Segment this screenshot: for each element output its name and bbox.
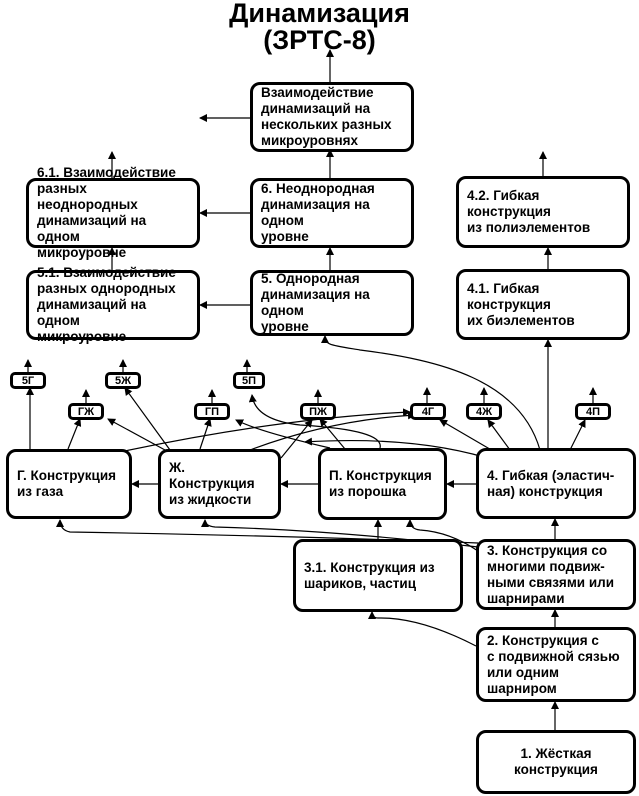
- arrow-4-to-4zh: [487, 419, 511, 451]
- box-5-text: 5. Однородная динамизация на одном уровн…: [261, 271, 370, 334]
- box-3-1-particles-text: 3.1. Конструкция из шариков, частиц: [304, 559, 435, 591]
- tag-4g: 4Г: [410, 403, 446, 420]
- box-5: 5. Однородная динамизация на одном уровн…: [250, 270, 414, 336]
- box-2-one-joint-text: 2. Конструкция с с подвижной сязью или о…: [487, 632, 620, 696]
- arrow-4-to-5: [321, 335, 541, 451]
- arrow-p-to-gp: [235, 419, 331, 449]
- tag-4p: 4П: [575, 403, 611, 420]
- tag-pzh: ПЖ: [300, 403, 336, 420]
- arrow-3-to-p: [406, 519, 479, 552]
- arrow-p-to-pzh: [319, 418, 346, 450]
- box-4-1-text: 4.1. Гибкая конструкция их биэлементов: [467, 280, 575, 328]
- tag-5g: 5Г: [10, 372, 46, 389]
- box-6: 6. Неоднородная динамизация на одном уро…: [250, 178, 414, 248]
- arrow-p-to-5p: [248, 394, 381, 449]
- tag-4zh: 4Ж: [466, 403, 502, 420]
- box-2-one-joint: 2. Конструкция с с подвижной сязью или о…: [476, 627, 636, 702]
- box-p-powder-text: П. Конструкция из порошка: [329, 468, 432, 499]
- box-4-flexible-text: 4. Гибкая (эластич- ная) конструкция: [487, 467, 615, 499]
- box-1-rigid-text: 1. Жёсткая конструкция: [514, 746, 598, 777]
- box-6-1-text: 6.1. Взаимодействие разных неоднородных …: [37, 165, 176, 260]
- box-g-gas-text: Г. Конструкция из газа: [17, 468, 117, 499]
- arrow-g-to-4g: [119, 408, 411, 453]
- box-p-powder: П. Конструкция из порошка: [318, 448, 447, 520]
- tag-gzh: ГЖ: [68, 403, 104, 420]
- box-4-flexible: 4. Гибкая (эластич- ная) конструкция: [476, 448, 636, 519]
- box-3-many-joints-text: 3. Конструкция со многими подвиж- ными с…: [487, 542, 615, 606]
- box-3-1-particles: 3.1. Конструкция из шариков, частиц: [293, 539, 463, 612]
- arrow-g-to-gzh: [67, 418, 82, 450]
- box-zh-liquid: Ж. Конструкция из жидкости: [158, 449, 281, 519]
- title-line-2: (ЗРТС-8): [263, 25, 376, 55]
- box-4-1: 4.1. Гибкая конструкция их биэлементов: [456, 269, 630, 340]
- box-interaction-multi-levels-text: Взаимодействие динамизаций на нескольких…: [261, 85, 392, 148]
- arrow-4-to-4p: [569, 419, 586, 451]
- arrow-zh-to-4g: [249, 411, 416, 451]
- arrow-2-to-3-1: [368, 611, 477, 647]
- box-zh-liquid-text: Ж. Конструкция из жидкости: [169, 460, 255, 507]
- tag-5p: 5П: [233, 372, 265, 389]
- box-5-1: 5.1. Взаимодействие разных однородных ди…: [26, 265, 200, 344]
- box-6-1: 6.1. Взаимодействие разных неоднородных …: [26, 165, 200, 260]
- tag-5zh: 5Ж: [105, 372, 141, 389]
- box-5-1-text: 5.1. Взаимодействие разных однородных ди…: [37, 265, 176, 344]
- box-1-rigid: 1. Жёсткая конструкция: [476, 730, 636, 794]
- box-4-2: 4.2. Гибкая конструкция из полиэлементов: [456, 176, 630, 248]
- tag-gp: ГП: [194, 403, 230, 420]
- arrow-zh-to-5zh: [124, 387, 171, 451]
- box-3-many-joints: 3. Конструкция со многими подвиж- ными с…: [476, 539, 636, 610]
- diagram-title: Динамизация (ЗРТС-8): [0, 0, 639, 54]
- arrow-zh-to-gzh: [107, 418, 166, 451]
- box-g-gas: Г. Конструкция из газа: [6, 449, 132, 519]
- arrow-zh-to-pzh: [280, 419, 313, 459]
- box-interaction-multi-levels: Взаимодействие динамизаций на нескольких…: [250, 82, 414, 152]
- arrow-zh-to-gp: [199, 418, 212, 450]
- box-6-text: 6. Неоднородная динамизация на одном уро…: [261, 181, 375, 244]
- title-line-1: Динамизация: [229, 0, 410, 28]
- box-4-2-text: 4.2. Гибкая конструкция из полиэлементов: [467, 188, 591, 235]
